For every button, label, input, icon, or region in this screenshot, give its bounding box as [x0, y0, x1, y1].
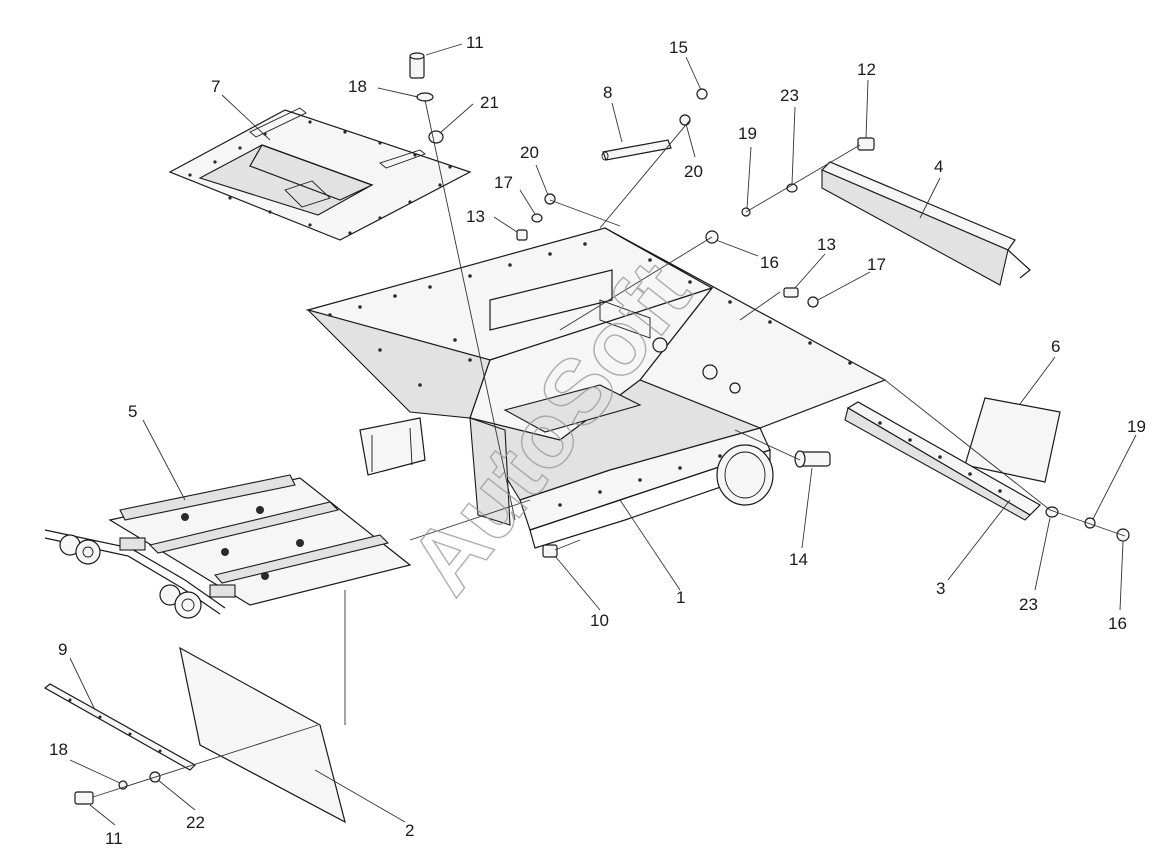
callout-16-center: 16 — [760, 253, 779, 272]
hardware-fasteners — [74, 52, 1130, 805]
callout-17-left: 17 — [494, 173, 513, 192]
callout-13-right: 13 — [817, 235, 836, 254]
callout-1: 1 — [676, 588, 685, 607]
callout-2: 2 — [405, 821, 414, 840]
part-14-pin — [794, 450, 831, 468]
callout-23-top: 23 — [780, 86, 799, 105]
callout-leaders — [69, 43, 1137, 826]
callout-18-bottom: 18 — [49, 740, 68, 759]
callout-21: 21 — [480, 93, 499, 112]
callout-7: 7 — [211, 77, 220, 96]
callout-20-right: 20 — [684, 162, 703, 181]
callout-16-right: 16 — [1108, 614, 1127, 633]
callout-3: 3 — [936, 579, 945, 598]
part-4-angle-bar — [820, 161, 1031, 286]
callout-11-bottom: 11 — [105, 829, 123, 848]
callout-20-left: 20 — [520, 143, 539, 162]
callout-labels: 1 2 3 4 5 6 7 8 9 10 11 11 12 13 13 14 1… — [49, 33, 1146, 848]
callout-23-bottom: 23 — [1019, 595, 1038, 614]
callout-17-right: 17 — [867, 255, 886, 274]
callout-9: 9 — [58, 640, 67, 659]
callout-18-top: 18 — [348, 77, 367, 96]
part-5-conveyor-frame — [44, 474, 412, 619]
part-3-angled-strip — [844, 401, 1041, 521]
callout-5: 5 — [128, 402, 137, 421]
callout-19-center: 19 — [738, 124, 757, 143]
callout-10: 10 — [590, 611, 609, 630]
callout-8: 8 — [603, 83, 612, 102]
part-7-cover-plate — [168, 107, 472, 241]
callout-13-left: 13 — [466, 207, 485, 226]
callout-22: 22 — [186, 813, 205, 832]
callout-19-right: 19 — [1127, 417, 1146, 436]
part-8-rod — [601, 139, 672, 161]
callout-11-top: 11 — [466, 33, 484, 52]
callout-6: 6 — [1051, 337, 1060, 356]
callout-14: 14 — [789, 550, 808, 569]
part-9-bar-strip — [43, 683, 196, 771]
part-2-bottom-flap — [179, 646, 346, 824]
callout-4: 4 — [934, 157, 943, 176]
part-6-plate — [964, 397, 1061, 483]
part-1-hopper-body — [305, 227, 887, 549]
callout-15: 15 — [669, 38, 688, 57]
callout-12: 12 — [857, 60, 876, 79]
